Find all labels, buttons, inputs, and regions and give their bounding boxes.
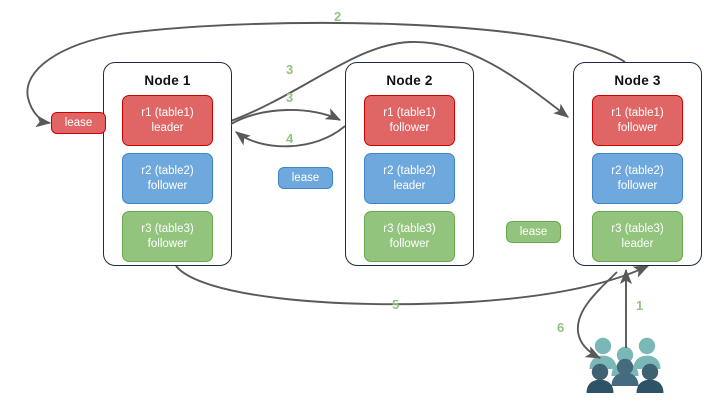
replica-name: r3 (table3): [141, 223, 194, 235]
step-label-3-long: 3: [286, 62, 294, 77]
replica-role: follower: [389, 237, 430, 250]
arrow-step-5: [175, 265, 650, 306]
replica-node3-r2[interactable]: r2 (table2) follower: [592, 153, 683, 204]
replica-role: leader: [393, 179, 426, 192]
replica-name: r2 (table2): [383, 165, 436, 177]
replica-name: r1 (table1): [611, 107, 664, 119]
lease-badge-r2[interactable]: lease: [278, 167, 333, 189]
arrow-step-3-short: [230, 108, 342, 125]
replica-node2-r1[interactable]: r1 (table1) follower: [364, 95, 455, 146]
replica-node2-r3[interactable]: r3 (table3) follower: [364, 211, 455, 262]
step-label-6: 6: [557, 320, 565, 335]
step-label-3-short: 3: [286, 90, 294, 105]
lease-label: lease: [519, 226, 548, 238]
replica-name: r2 (table2): [611, 165, 664, 177]
node-box-3[interactable]: Node 3 r1 (table1) follower r2 (table2) …: [573, 62, 702, 266]
step-label-5: 5: [392, 297, 400, 312]
node-title-1: Node 1: [144, 73, 191, 88]
replica-node1-r2[interactable]: r2 (table2) follower: [122, 153, 213, 204]
step-label-1: 1: [636, 298, 644, 313]
node-box-1[interactable]: Node 1 r1 (table1) leader r2 (table2) fo…: [103, 62, 232, 266]
replica-node3-r3[interactable]: r3 (table3) leader: [592, 211, 683, 262]
replica-name: r3 (table3): [611, 223, 664, 235]
replica-name: r1 (table1): [383, 107, 436, 119]
step-label-2: 2: [334, 9, 342, 24]
replica-node1-r1[interactable]: r1 (table1) leader: [122, 95, 213, 146]
node-box-2[interactable]: Node 2 r1 (table1) follower r2 (table2) …: [345, 62, 474, 266]
replica-role: leader: [621, 237, 654, 250]
replica-role: follower: [147, 179, 188, 192]
step-label-4: 4: [286, 131, 294, 146]
replica-role: follower: [617, 121, 658, 134]
replica-name: r3 (table3): [383, 223, 436, 235]
lease-badge-r1[interactable]: lease: [51, 112, 106, 134]
node-title-2: Node 2: [386, 73, 433, 88]
replica-role: follower: [389, 121, 430, 134]
lease-badge-r3[interactable]: lease: [506, 221, 561, 243]
lease-label: lease: [291, 172, 320, 184]
replica-node2-r2[interactable]: r2 (table2) leader: [364, 153, 455, 204]
replica-name: r2 (table2): [141, 165, 194, 177]
replica-node1-r3[interactable]: r3 (table3) follower: [122, 211, 213, 262]
node-title-3: Node 3: [614, 73, 661, 88]
people-group-icon: [586, 337, 664, 393]
replica-name: r1 (table1): [141, 107, 194, 119]
replica-node3-r1[interactable]: r1 (table1) follower: [592, 95, 683, 146]
replica-role: follower: [617, 179, 658, 192]
lease-label: lease: [64, 117, 93, 129]
replica-role: follower: [147, 237, 188, 250]
replica-role: leader: [151, 121, 184, 134]
